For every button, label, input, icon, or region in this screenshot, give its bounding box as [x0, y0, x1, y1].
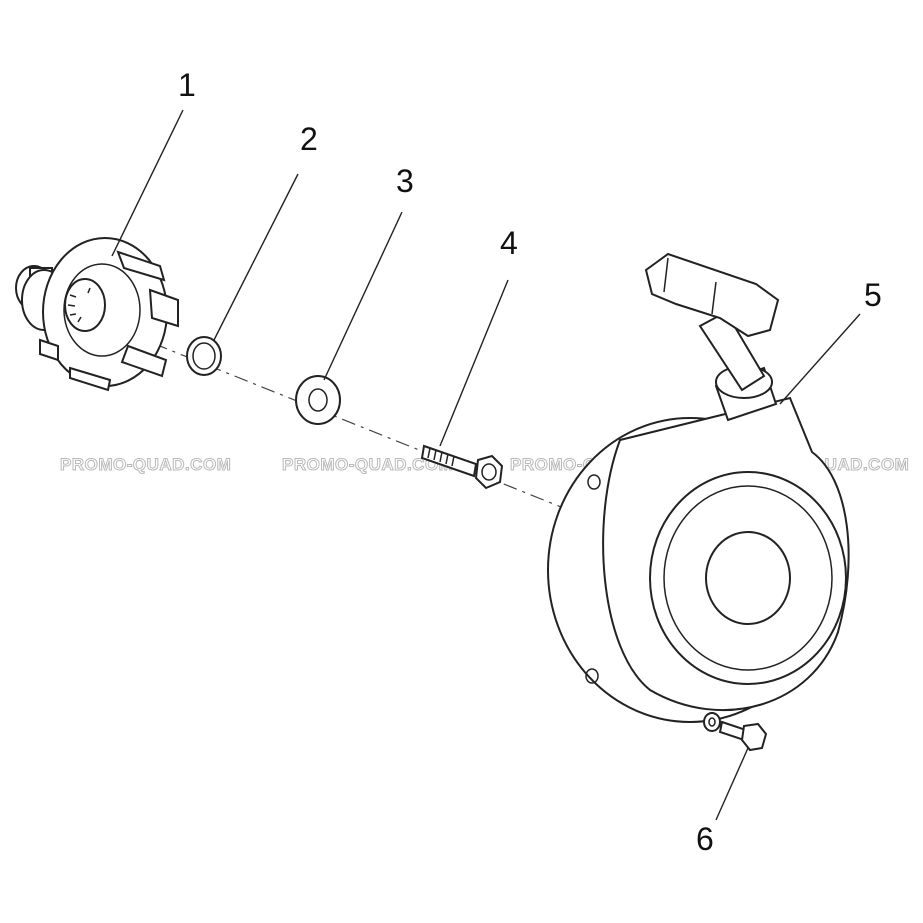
part-5-recoil-starter-housing[interactable] — [547, 252, 850, 723]
leader-1 — [111, 109, 184, 257]
leader-3 — [323, 211, 403, 381]
watermark-2: PROMO-QUAD.COM — [282, 455, 453, 474]
part-1-starter-pulley[interactable] — [15, 237, 179, 392]
callout-2: 2 — [300, 121, 318, 157]
part-6-flange-bolt[interactable] — [703, 712, 768, 752]
leader-6 — [715, 747, 749, 821]
callout-3: 3 — [396, 163, 414, 199]
callout-5: 5 — [864, 277, 882, 313]
callout-1: 1 — [178, 67, 196, 103]
leader-2 — [213, 173, 299, 341]
callout-4: 4 — [500, 225, 518, 261]
part-3-washer[interactable] — [295, 375, 341, 425]
leader-5 — [779, 313, 861, 405]
leader-4 — [439, 279, 509, 447]
callout-6: 6 — [696, 821, 714, 857]
part-2-o-ring[interactable] — [186, 336, 222, 376]
part-4-bolt[interactable] — [420, 444, 504, 490]
watermark-1: PROMO-QUAD.COM — [60, 455, 231, 474]
